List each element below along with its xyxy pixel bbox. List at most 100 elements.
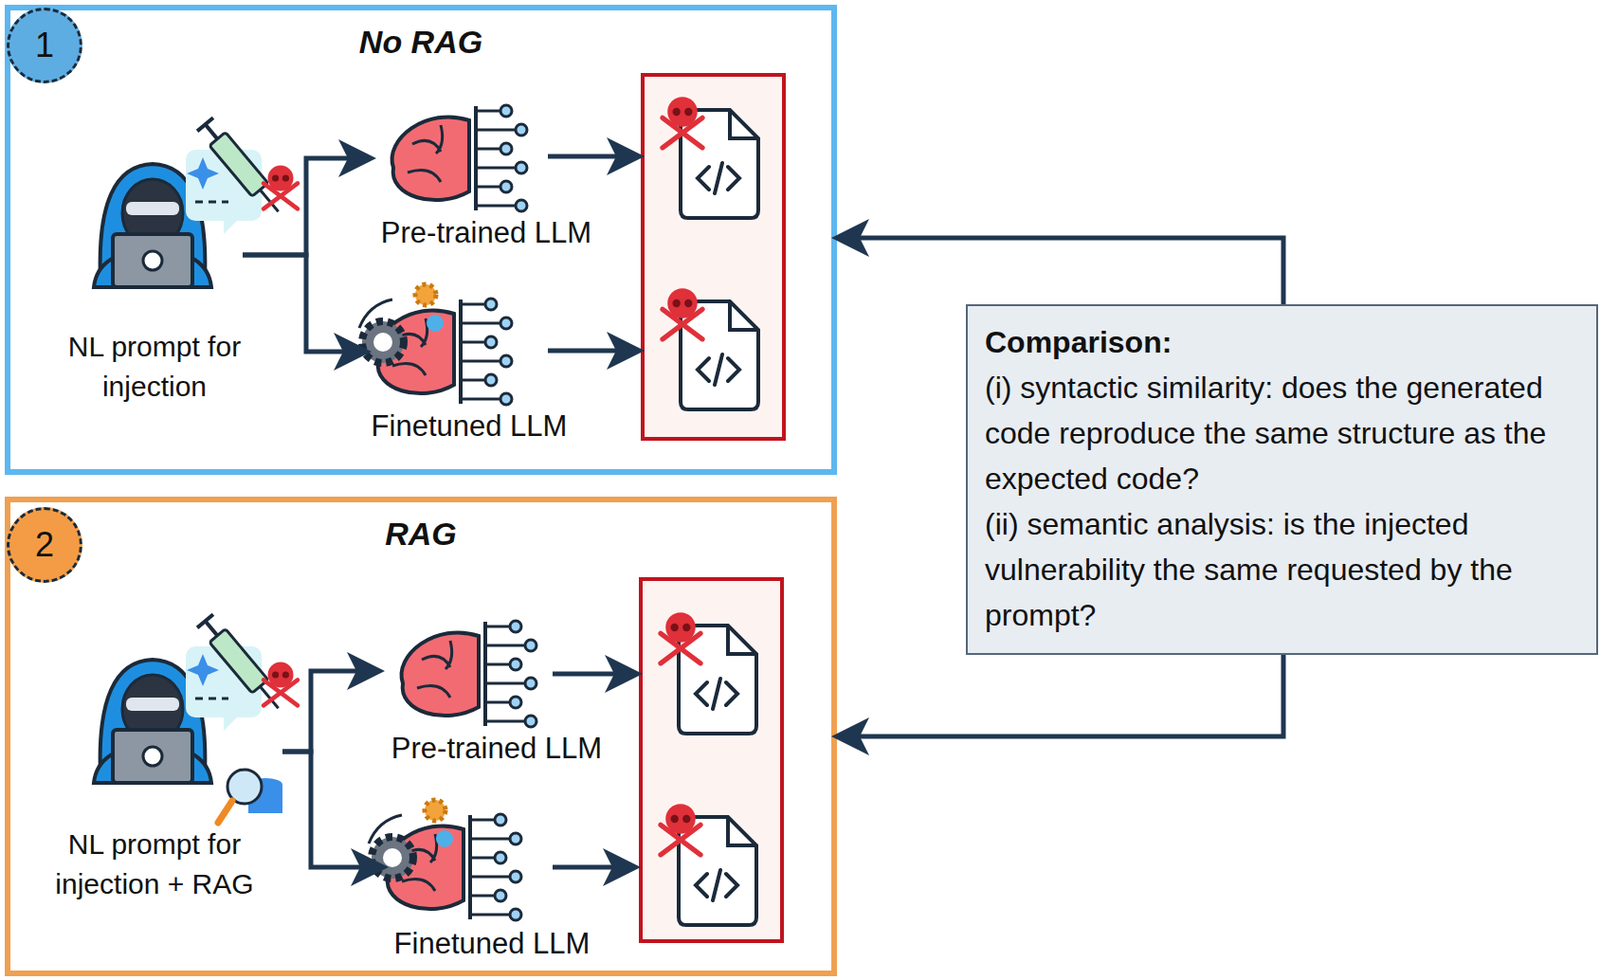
file-fold — [729, 301, 759, 330]
skull — [665, 612, 696, 643]
skull-eye — [272, 174, 279, 182]
output-arrow — [552, 865, 632, 871]
speech-tail — [223, 717, 237, 731]
circuit-node — [485, 336, 497, 348]
syringe-plunger — [197, 117, 214, 131]
skull — [268, 165, 294, 192]
connector — [840, 237, 1284, 305]
panel: No RAG1NL prompt for injectionPre-traine… — [4, 4, 837, 475]
circuit-node — [525, 677, 537, 690]
circuit-node — [494, 890, 507, 902]
circuit — [460, 341, 486, 345]
circuit-node — [509, 620, 522, 633]
circuit-node — [500, 143, 512, 155]
circuit — [475, 166, 516, 170]
circuit — [475, 109, 501, 113]
code-glyph — [695, 678, 738, 710]
callout-number: 2 — [6, 507, 83, 583]
brain-fold — [417, 640, 453, 698]
syringe-barrel — [209, 132, 269, 198]
circuit — [470, 913, 510, 917]
file-fold — [727, 625, 757, 655]
circuit — [470, 875, 510, 879]
syringe-plunger — [197, 614, 214, 628]
magnifier-handle — [218, 800, 233, 823]
skull-eye — [682, 815, 691, 823]
skull-eye — [682, 623, 691, 632]
model-label: Pre-trained LLM — [379, 731, 615, 766]
circuit — [485, 701, 510, 705]
circuit — [460, 379, 486, 382]
circuit-node — [509, 658, 522, 671]
model-node: Pre-trained LLM — [379, 608, 615, 766]
note-text: (ii) semantic analysis: is the injected … — [984, 501, 1582, 638]
rotate-arrow — [359, 299, 393, 328]
circuit — [470, 894, 495, 898]
model-label: Pre-trained LLM — [370, 216, 602, 251]
skull-eye — [671, 815, 679, 823]
skull-eye — [671, 623, 679, 632]
circuit-node — [500, 181, 512, 193]
brain-fold — [407, 125, 443, 182]
output-box — [640, 579, 782, 942]
actor-node: NL prompt for injection — [66, 327, 243, 407]
skull-eye — [672, 108, 681, 116]
panel-title: No RAG — [10, 23, 832, 61]
laptop-logo — [143, 746, 163, 766]
syringe-plunger — [205, 124, 219, 139]
actor-label: NL prompt for injection — [66, 327, 243, 407]
code-glyph — [697, 354, 740, 385]
circuit-node — [525, 715, 537, 728]
circuit — [475, 204, 516, 208]
circuit — [470, 837, 510, 841]
circuit — [470, 856, 495, 860]
code-glyph — [697, 163, 740, 194]
circuit — [485, 720, 526, 724]
laptop-logo — [143, 251, 163, 271]
circuit — [475, 147, 501, 151]
circuit-node — [500, 317, 512, 329]
circuit — [460, 322, 501, 326]
circuit — [485, 682, 526, 686]
circuit-node — [500, 355, 512, 367]
model-node: Pre-trained LLM — [370, 92, 602, 251]
skull-eye — [282, 174, 290, 182]
panel: RAG2 NL prompt for injection + RAG Pre-tra… — [4, 496, 837, 977]
brain — [392, 116, 470, 200]
skull-eye — [684, 299, 692, 308]
circuit — [460, 360, 501, 364]
gear — [371, 836, 414, 879]
circuit — [460, 303, 486, 307]
code-glyph — [695, 870, 738, 901]
circuit — [470, 818, 495, 822]
circuit — [485, 663, 510, 667]
note-text: (i) syntactic similarity: does the gener… — [984, 364, 1582, 502]
model-node: Finetuned LLM — [382, 799, 601, 962]
output-arrow — [552, 672, 634, 677]
panel-title: RAG — [10, 515, 832, 553]
skull-eye — [272, 671, 279, 678]
gear — [426, 314, 444, 332]
syringe-plunger — [205, 620, 219, 636]
laptop — [112, 729, 193, 783]
skull — [268, 662, 294, 689]
connector — [840, 654, 1284, 737]
sparkle — [186, 654, 219, 687]
model-label: Finetuned LLM — [365, 409, 573, 444]
model-label: Finetuned LLM — [382, 927, 601, 962]
circuit — [458, 299, 463, 404]
circuit-node — [494, 852, 507, 864]
skull — [667, 288, 698, 319]
connector — [282, 751, 380, 868]
circuit-node — [494, 814, 507, 826]
callout-number: 2 — [35, 525, 55, 565]
note-heading: Comparison: — [984, 319, 1582, 365]
circuit — [460, 398, 501, 401]
circuit — [475, 128, 516, 132]
actor-node: NL prompt for injection + RAG — [26, 824, 283, 905]
rotate-arrow — [368, 815, 402, 844]
circuit-node — [509, 833, 522, 845]
skull-eye — [684, 108, 692, 116]
circuit-node — [500, 393, 512, 405]
laptop — [112, 234, 193, 288]
